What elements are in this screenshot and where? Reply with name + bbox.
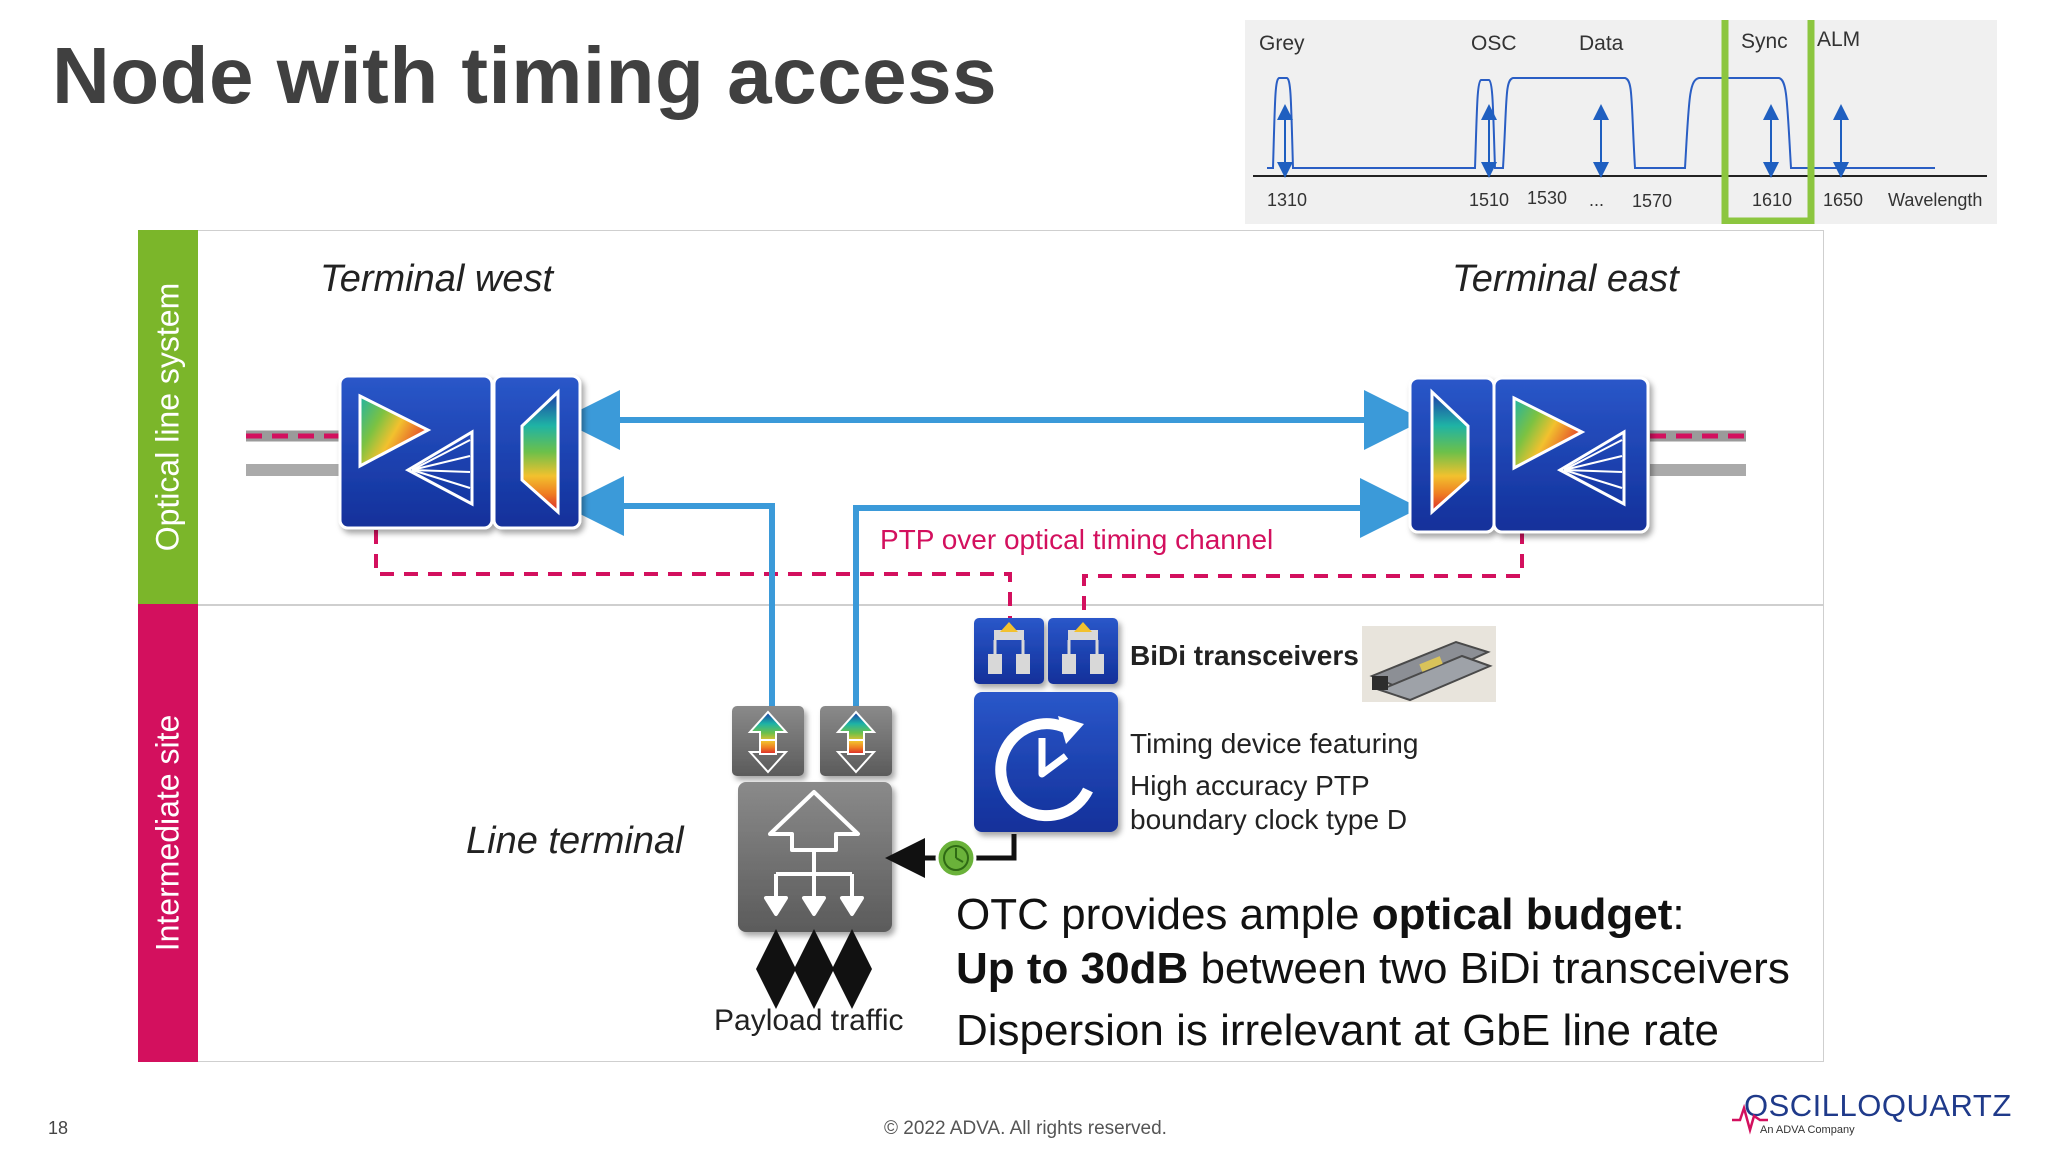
band-label-sync: Sync [1741,30,1788,53]
tick-label: Wavelength [1888,190,1983,210]
drop-port-icon-2 [820,706,892,776]
bidi-transceiver-photo [1362,626,1496,702]
timing-device-line3: boundary clock type D [1130,804,1408,835]
optical-line-system-band: Optical line system [138,230,198,604]
logo-wave-icon [1732,1103,1768,1135]
logo-wordmark: OSCILLOQUARTZ [1744,1088,2012,1123]
bidi-transceiver-icon-2 [1048,618,1118,684]
line-terminal-label: Line terminal [466,820,684,862]
ptp-dashed-path [374,530,1012,620]
statement-line1: OTC provides ample optical budget: [956,890,1685,939]
copyright-notice: © 2022 ADVA. All rights reserved. [884,1118,1167,1139]
bidi-label: BiDi transceivers [1130,640,1359,671]
page-title: Node with timing access [52,31,998,120]
logo-tagline: An ADVA Company [1760,1124,1855,1136]
band-label-osc: OSC [1471,32,1517,55]
tick-label: 1650 [1823,190,1864,210]
west-filter-icon [520,388,560,516]
band-label-alm: ALM [1817,28,1861,51]
statement-line3: Dispersion is irrelevant at GbE line rat… [956,1006,1719,1055]
clock-icon [995,716,1093,822]
tick-label: 1570 [1632,191,1673,211]
band-label-data: Data [1579,32,1624,55]
bidi-transceiver-icon-1 [974,618,1044,684]
spectrum-curve [1267,77,1935,169]
page-number: 18 [48,1118,69,1138]
tick-label: 1530 [1527,188,1568,208]
drop-port-icon-1 [732,706,804,776]
timing-device-line1: Timing device featuring [1130,728,1419,759]
east-prism-icon [1512,395,1626,507]
east-drop-fiber [853,478,1420,712]
switch-icon [764,790,864,916]
tick-label: 1510 [1469,190,1510,210]
oscilloquartz-logo: OSCILLOQUARTZ An ADVA Company [1732,1088,2012,1136]
west-prism-icon [358,393,474,507]
terminal-east-label: Terminal east [1452,258,1679,300]
east-filter-icon [1430,388,1470,516]
intermediate-site-band: Intermediate site [138,604,198,1062]
terminal-west-label: Terminal west [320,258,554,300]
band-label-grey: Grey [1259,32,1305,55]
timing-device-line2: High accuracy PTP [1130,770,1370,801]
ptp-channel-label: PTP over optical timing channel [880,524,1274,555]
west-fiber-stub [246,430,340,476]
tick-label: 1310 [1267,190,1308,210]
payload-traffic-label: Payload traffic [714,1004,904,1037]
statement-line2: Up to 30dB between two BiDi transceivers [956,944,1790,993]
tick-label: 1610 [1752,190,1793,210]
ptp-dashed-path-east [1082,530,1524,620]
timing-clock-small-icon [935,837,977,879]
east-fiber-stub [1650,430,1746,476]
west-drop-fiber [564,476,775,712]
tick-label: ... [1589,190,1605,210]
